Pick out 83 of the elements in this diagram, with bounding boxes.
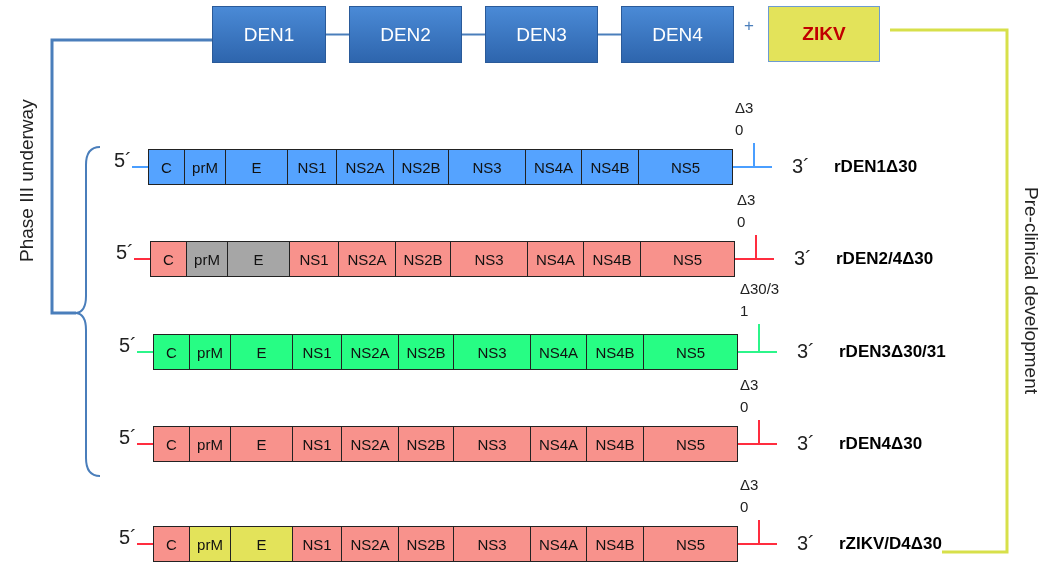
construct-name: rDEN2/4Δ30 [836,245,934,273]
connector-line [325,33,350,36]
gene-segment: NS2B [398,334,454,370]
gene-segment: NS4B [586,526,644,562]
gene-segment: NS5 [643,426,738,462]
gene-segment: NS2B [398,526,454,562]
gene-segment: NS3 [453,334,531,370]
gene-segment: NS2B [395,241,451,277]
gene-segment: prM [189,334,231,370]
gene-segment: NS5 [640,241,735,277]
gene-segment: E [230,334,293,370]
prime-end-label: 5´ [116,241,135,265]
prime-end-label: 3´ [794,247,813,271]
prime-end-label: 5´ [114,149,133,173]
deletion-label: Δ3 0 [740,375,760,417]
construct-name: rZIKV/D4Δ30 [839,530,942,558]
gene-segment: NS3 [453,426,531,462]
gene-segment: NS1 [292,426,342,462]
virus-box: DEN3 [485,6,598,63]
gene-segment: C [153,334,190,370]
prime-end-label: 3´ [797,532,816,556]
gene-segment: NS4B [586,426,644,462]
gene-segment: prM [186,241,228,277]
gene-segment: E [230,526,293,562]
connector-line [461,33,486,36]
gene-segment: prM [184,149,226,185]
gene-segment: C [150,241,187,277]
gene-segment: NS2A [341,334,399,370]
gene-segment: NS3 [450,241,528,277]
gene-segment: prM [189,526,231,562]
gene-segment: NS4B [586,334,644,370]
gene-segment: NS2B [393,149,449,185]
deletion-label: Δ3 0 [737,190,757,232]
gene-segment: NS2A [338,241,396,277]
gene-segment: NS5 [638,149,733,185]
gene-segment: E [227,241,290,277]
gene-segment: NS1 [289,241,339,277]
construct-name: rDEN1Δ30 [834,153,918,181]
gene-segment: E [230,426,293,462]
plus-sign: + [744,16,755,37]
deletion-label: Δ30/3 1 [740,279,780,321]
gene-segment: NS1 [292,526,342,562]
gene-segment: NS2A [336,149,394,185]
gene-segment: NS5 [643,526,738,562]
gene-segment: NS4A [527,241,584,277]
virus-box: ZIKV [768,6,880,62]
virus-box: DEN2 [349,6,462,63]
gene-segment: NS2A [341,426,399,462]
connector-line [50,38,212,315]
connector-line [890,28,1009,554]
connector-line [597,33,622,36]
vertical-label: Pre-clinical development [1016,135,1045,445]
gene-segment: NS3 [448,149,526,185]
prime-end-label: 5´ [119,526,138,550]
gene-segment: NS5 [643,334,738,370]
gene-segment: NS4A [530,526,587,562]
gene-segment: C [153,426,190,462]
deletion-label: Δ3 0 [740,475,760,517]
gene-segment: NS4B [581,149,639,185]
virus-box: DEN4 [621,6,734,63]
construct-name: rDEN3Δ30/31 [839,338,946,366]
gene-segment: NS4A [525,149,582,185]
prime-end-label: 3´ [797,432,816,456]
gene-segment: prM [189,426,231,462]
deletion-label: Δ3 0 [735,98,755,140]
gene-segment: NS4A [530,334,587,370]
virus-box: DEN1 [212,6,326,63]
gene-segment: NS4B [583,241,641,277]
prime-end-label: 3´ [792,155,811,179]
gene-segment: E [225,149,288,185]
gene-segment: NS2A [341,526,399,562]
gene-segment: C [148,149,185,185]
gene-segment: NS1 [292,334,342,370]
gene-segment: NS3 [453,526,531,562]
prime-end-label: 3´ [797,340,816,364]
construct-name: rDEN4Δ30 [839,430,923,458]
gene-segment: NS2B [398,426,454,462]
gene-segment: NS4A [530,426,587,462]
gene-segment: NS1 [287,149,337,185]
gene-segment: C [153,526,190,562]
vertical-label: Phase III underway [15,98,38,265]
prime-end-label: 5´ [119,426,138,450]
prime-end-label: 5´ [119,334,138,358]
